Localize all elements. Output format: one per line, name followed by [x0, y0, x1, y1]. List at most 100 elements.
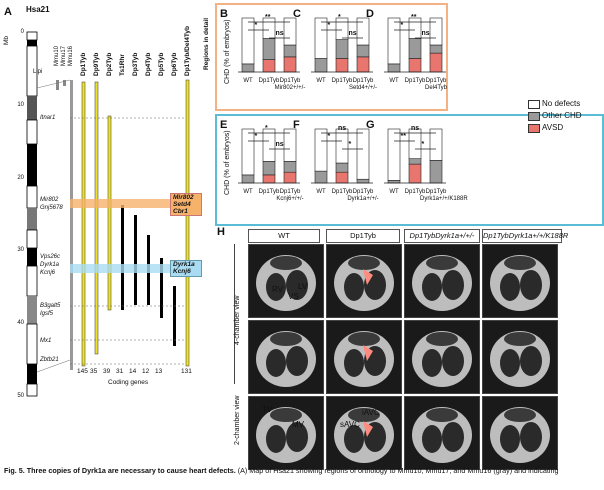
- gene-label: Dyrk1a: [40, 262, 60, 268]
- tissue-label-mv: MV: [292, 420, 304, 429]
- bar-segment: [429, 128, 443, 161]
- tissue-label-rv: RV: [272, 285, 283, 294]
- significance-label: *: [338, 14, 341, 21]
- bar-segment: [408, 163, 422, 184]
- bar-segment: [335, 39, 349, 59]
- strain-label: Dp4Tyb: [145, 52, 152, 76]
- chart-category-label: Dp1Tyb Dyrk1a+/+/K188R: [420, 189, 468, 202]
- chart-category-label: Dp1Tyb: [258, 189, 280, 195]
- coding-gene-count: 131: [181, 368, 192, 375]
- significance-label: ns: [421, 30, 430, 37]
- bar-segment: [283, 44, 297, 58]
- chart-category-label: Dp1Tyb Kcnj6+/+/-: [276, 189, 304, 202]
- chart-category-label: Dp1Tyb Setd4+/+/-: [348, 78, 378, 91]
- significance-label: *: [254, 133, 258, 140]
- panel-h-letter: H: [217, 226, 225, 238]
- chart-category-label: Dp1Tyb Dyrk1a+/+/-: [347, 189, 379, 202]
- panel-a-letter: A: [4, 6, 12, 18]
- coding-gene-count: 39: [103, 368, 111, 375]
- gene-label: Mir802: [40, 197, 59, 203]
- significance-label: *: [327, 22, 331, 29]
- legend-label: Other CHD: [542, 111, 582, 120]
- bar-segment: [387, 179, 401, 184]
- column-header: WT: [248, 229, 320, 243]
- panel-group-blue: [215, 114, 604, 226]
- significance-label: ns: [275, 30, 284, 37]
- figure-caption: Fig. 5. Three copies of Dyrk1a are neces…: [4, 466, 596, 476]
- mb-tick-label: 30: [17, 247, 24, 254]
- bar-segment: [283, 171, 297, 184]
- coding-gene-count: 145: [77, 368, 88, 375]
- chart-panel-letter: G: [366, 119, 375, 131]
- heart-section-drawing: [256, 255, 316, 311]
- gene-label: B3galt5: [40, 303, 61, 309]
- legend-label: AVSD: [542, 123, 564, 132]
- significance-label: *: [400, 22, 404, 29]
- significance-label: ns: [275, 141, 284, 148]
- gene-label: Lipi: [33, 69, 43, 75]
- regions-label: Regions in detail: [203, 17, 210, 70]
- coding-gene-count: 35: [90, 368, 98, 375]
- bar-segment: [387, 63, 401, 73]
- chart-category-label: WT: [316, 189, 326, 195]
- significance-label: ns: [348, 30, 357, 37]
- mb-tick-label: 40: [17, 320, 24, 327]
- strain-label: Dp5Tyb: [158, 52, 165, 76]
- chart-panel-letter: F: [293, 119, 300, 131]
- bar-segment: [429, 44, 443, 54]
- heart-section-drawing: [256, 407, 316, 463]
- legend-label: No defects: [542, 99, 581, 108]
- bar-segment: [241, 128, 255, 176]
- gene-label: Igsf5: [40, 311, 54, 317]
- gene-label: Mx1: [40, 338, 52, 344]
- column-header: Dp1TybDyrk1a+/+/K188R: [482, 229, 568, 243]
- significance-label: *: [421, 141, 425, 148]
- region1-genes-box: Mir802 Setd4 Cbr1: [170, 193, 202, 216]
- chart-svg: [311, 17, 373, 73]
- region1-gene: Setd4: [173, 201, 191, 208]
- tissue-label-tv: TV: [262, 405, 273, 414]
- strain-label: Dp1Tyb: [80, 52, 87, 76]
- chart-svg: [238, 17, 300, 73]
- bar-segment: [262, 161, 276, 176]
- ideogram-svg: [26, 31, 200, 397]
- bar-segment: [356, 44, 370, 58]
- bar-segment: [335, 58, 349, 73]
- region1-gene: Cbr1: [173, 208, 188, 215]
- bar-segment: [262, 59, 276, 73]
- bar-segment: [408, 158, 422, 165]
- region2-gene: Kcnj6: [173, 268, 191, 275]
- bar-segment: [241, 174, 255, 184]
- significance-label: *: [265, 125, 268, 132]
- strain-label: Ts1Rhr: [119, 54, 126, 76]
- chart-category-label: Dp1Tyb: [404, 78, 426, 84]
- heart-section-drawing: [490, 407, 550, 463]
- chart-panel-letter: E: [220, 119, 228, 131]
- orthology-label: Mmu17: [61, 45, 67, 66]
- row-label-2-chamber: 2-chamber view: [234, 395, 241, 445]
- strain-label: Dp1Tyb/Del4Tyb: [184, 26, 191, 76]
- chromosome-title: Hsa21: [26, 5, 50, 14]
- chart-category-label: Dp1Tyb: [404, 189, 426, 195]
- significance-label: ns: [411, 125, 420, 132]
- significance-label: **: [400, 133, 406, 140]
- chart-category-label: WT: [243, 189, 253, 195]
- chart-category-label: WT: [316, 78, 326, 84]
- chart-panel-letter: B: [220, 8, 228, 20]
- coding-genes-label: Coding genes: [108, 379, 149, 386]
- tissue-label-savc: sAVC: [340, 420, 360, 429]
- gene-label: Zbtb21: [40, 357, 59, 363]
- bar-segment: [283, 128, 297, 162]
- heart-micrograph: [248, 396, 324, 470]
- bar-segment: [314, 170, 328, 184]
- mb-tick-label: 20: [17, 174, 24, 181]
- coding-gene-count: 12: [142, 368, 150, 375]
- heart-micrograph: [326, 320, 402, 394]
- bar-segment: [283, 161, 297, 173]
- bar-segment: [262, 128, 276, 162]
- bar-segment: [283, 56, 297, 73]
- strain-label: Dp9Tyb: [93, 52, 100, 76]
- bar-segment: [408, 38, 422, 59]
